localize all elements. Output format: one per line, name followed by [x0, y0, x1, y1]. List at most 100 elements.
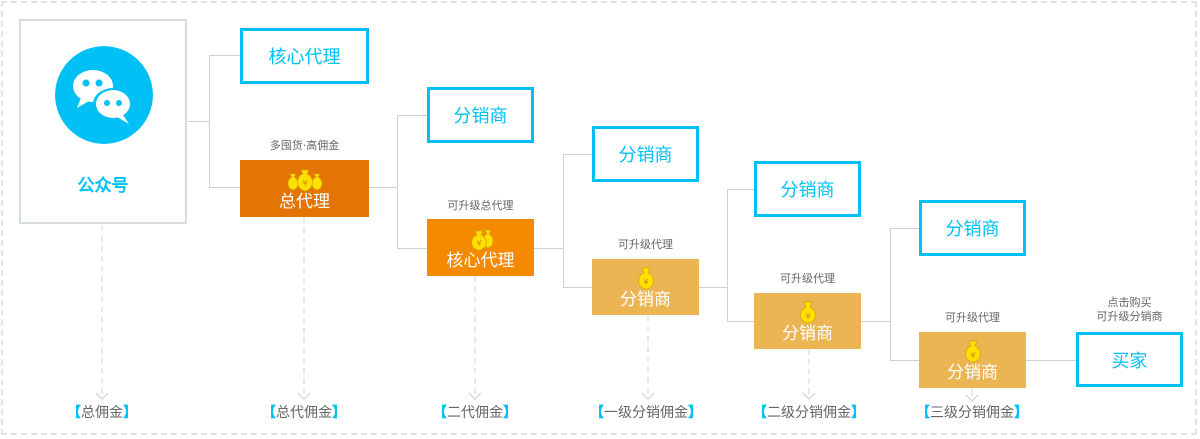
svg-text:¥: ¥: [805, 312, 810, 321]
commission-text: 一级分销佣金: [604, 405, 688, 421]
svg-text:¥: ¥: [302, 179, 307, 188]
distributor-label: 分销商: [453, 106, 508, 127]
bracket-close: 】: [123, 405, 137, 421]
svg-text:¥: ¥: [476, 239, 481, 248]
level1-distributor-label: 分销商: [620, 290, 671, 310]
level2-distributor-label: 分销商: [782, 324, 833, 344]
bracket-close: 】: [332, 405, 346, 421]
commission-text: 总佣金: [81, 405, 123, 421]
wechat-icon: [55, 46, 153, 144]
core-agent-box[interactable]: 核心代理: [240, 28, 369, 84]
commission-text: 总代佣金: [276, 405, 332, 421]
bracket-open: 【: [67, 405, 81, 421]
arrow-down-icon: [965, 394, 979, 402]
money-bags-three-icon: ¥: [287, 169, 322, 191]
bracket-open: 【: [433, 405, 447, 421]
bracket-close: 】: [1014, 405, 1028, 421]
buyer-box[interactable]: 买家: [1076, 332, 1183, 387]
core-agent-level-box[interactable]: ¥ 核心代理: [427, 219, 534, 276]
arrow-down-icon: [95, 392, 109, 400]
money-bag-icon: ¥: [964, 340, 981, 363]
dashed-line: [474, 276, 476, 394]
connector-line: [890, 228, 919, 229]
connector-line: [209, 55, 240, 56]
connector-line: [563, 154, 564, 288]
connector-line: [1026, 360, 1076, 361]
commission-label-5: 【三级分销佣金】: [916, 402, 1028, 422]
level1-note: 可升级代理: [618, 238, 673, 251]
general-agent-box[interactable]: ¥ 总代理: [240, 160, 369, 217]
commission-label-root: 【总佣金】: [67, 402, 137, 422]
bracket-close: 】: [503, 405, 517, 421]
connector-line: [209, 187, 240, 188]
commission-text: 二级分销佣金: [767, 405, 851, 421]
general-agent-label: 总代理: [279, 191, 330, 212]
level1-distributor-box[interactable]: ¥ 分销商: [592, 259, 699, 315]
buyer-label: 买家: [1111, 350, 1148, 372]
money-bags-two-icon: ¥: [470, 229, 493, 250]
money-bag-icon: ¥: [799, 301, 816, 324]
buyer-note-line2: 可升级分销商: [1096, 310, 1163, 323]
core-agent-label: 核心代理: [268, 47, 341, 68]
connector-line: [397, 248, 427, 249]
distributor-box-1[interactable]: 分销商: [427, 87, 534, 143]
connector-line: [727, 189, 728, 322]
commission-label-4: 【二级分销佣金】: [753, 402, 865, 422]
arrow-down-icon: [802, 392, 816, 400]
bracket-open: 【: [916, 405, 930, 421]
distributor-label: 分销商: [945, 219, 1000, 240]
dashed-line: [647, 315, 649, 394]
dashed-line: [303, 217, 305, 394]
bracket-close: 】: [688, 405, 702, 421]
commission-label-2: 【二代佣金】: [433, 402, 517, 422]
account-label: 公众号: [77, 176, 129, 196]
connector-line: [563, 154, 592, 155]
svg-text:¥: ¥: [970, 351, 975, 360]
core-agent-level-label: 核心代理: [446, 250, 515, 271]
level2-distributor-box[interactable]: ¥ 分销商: [754, 293, 861, 349]
connector-line: [209, 55, 210, 188]
arrow-down-icon: [468, 392, 482, 400]
connector-line: [727, 321, 754, 322]
connector-line: [890, 228, 891, 361]
buyer-note: 点击购买 可升级分销商: [1066, 296, 1193, 324]
level3-distributor-box[interactable]: ¥ 分销商: [919, 332, 1026, 388]
connector-line: [890, 360, 919, 361]
connector-line: [397, 115, 427, 116]
arrow-down-icon: [641, 392, 655, 400]
level3-distributor-label: 分销商: [947, 363, 998, 383]
distributor-box-4[interactable]: 分销商: [919, 200, 1026, 256]
core-agent-note: 可升级总代理: [447, 199, 514, 212]
svg-text:¥: ¥: [643, 278, 648, 287]
bracket-open: 【: [590, 405, 604, 421]
dashed-line: [101, 225, 103, 394]
money-bag-icon: ¥: [637, 267, 654, 290]
connector-line: [534, 248, 563, 249]
distributor-label: 分销商: [618, 145, 673, 166]
commission-label-3: 【一级分销佣金】: [590, 402, 702, 422]
dashed-line: [808, 349, 810, 394]
level3-note: 可升级代理: [945, 311, 1000, 324]
connector-line: [699, 287, 727, 288]
distributor-label: 分销商: [780, 180, 835, 201]
distributor-box-3[interactable]: 分销商: [754, 161, 861, 217]
bracket-open: 【: [262, 405, 276, 421]
commission-text: 三级分销佣金: [930, 405, 1014, 421]
general-agent-note: 多囤货·高佣金: [269, 139, 340, 152]
level2-note: 可升级代理: [780, 272, 835, 285]
connector-line: [861, 321, 890, 322]
connector-line: [563, 287, 592, 288]
commission-label-1: 【总代佣金】: [262, 402, 346, 422]
bracket-close: 】: [851, 405, 865, 421]
bracket-open: 【: [753, 405, 767, 421]
dashed-line: [971, 388, 973, 396]
connector-line: [397, 115, 398, 249]
wechat-account-box: 公众号: [19, 19, 187, 224]
connector-line: [727, 189, 754, 190]
connector-line: [187, 121, 209, 122]
arrow-down-icon: [297, 392, 311, 400]
buyer-note-line1: 点击购买: [1107, 296, 1152, 309]
distributor-box-2[interactable]: 分销商: [592, 126, 699, 182]
commission-text: 二代佣金: [447, 405, 503, 421]
